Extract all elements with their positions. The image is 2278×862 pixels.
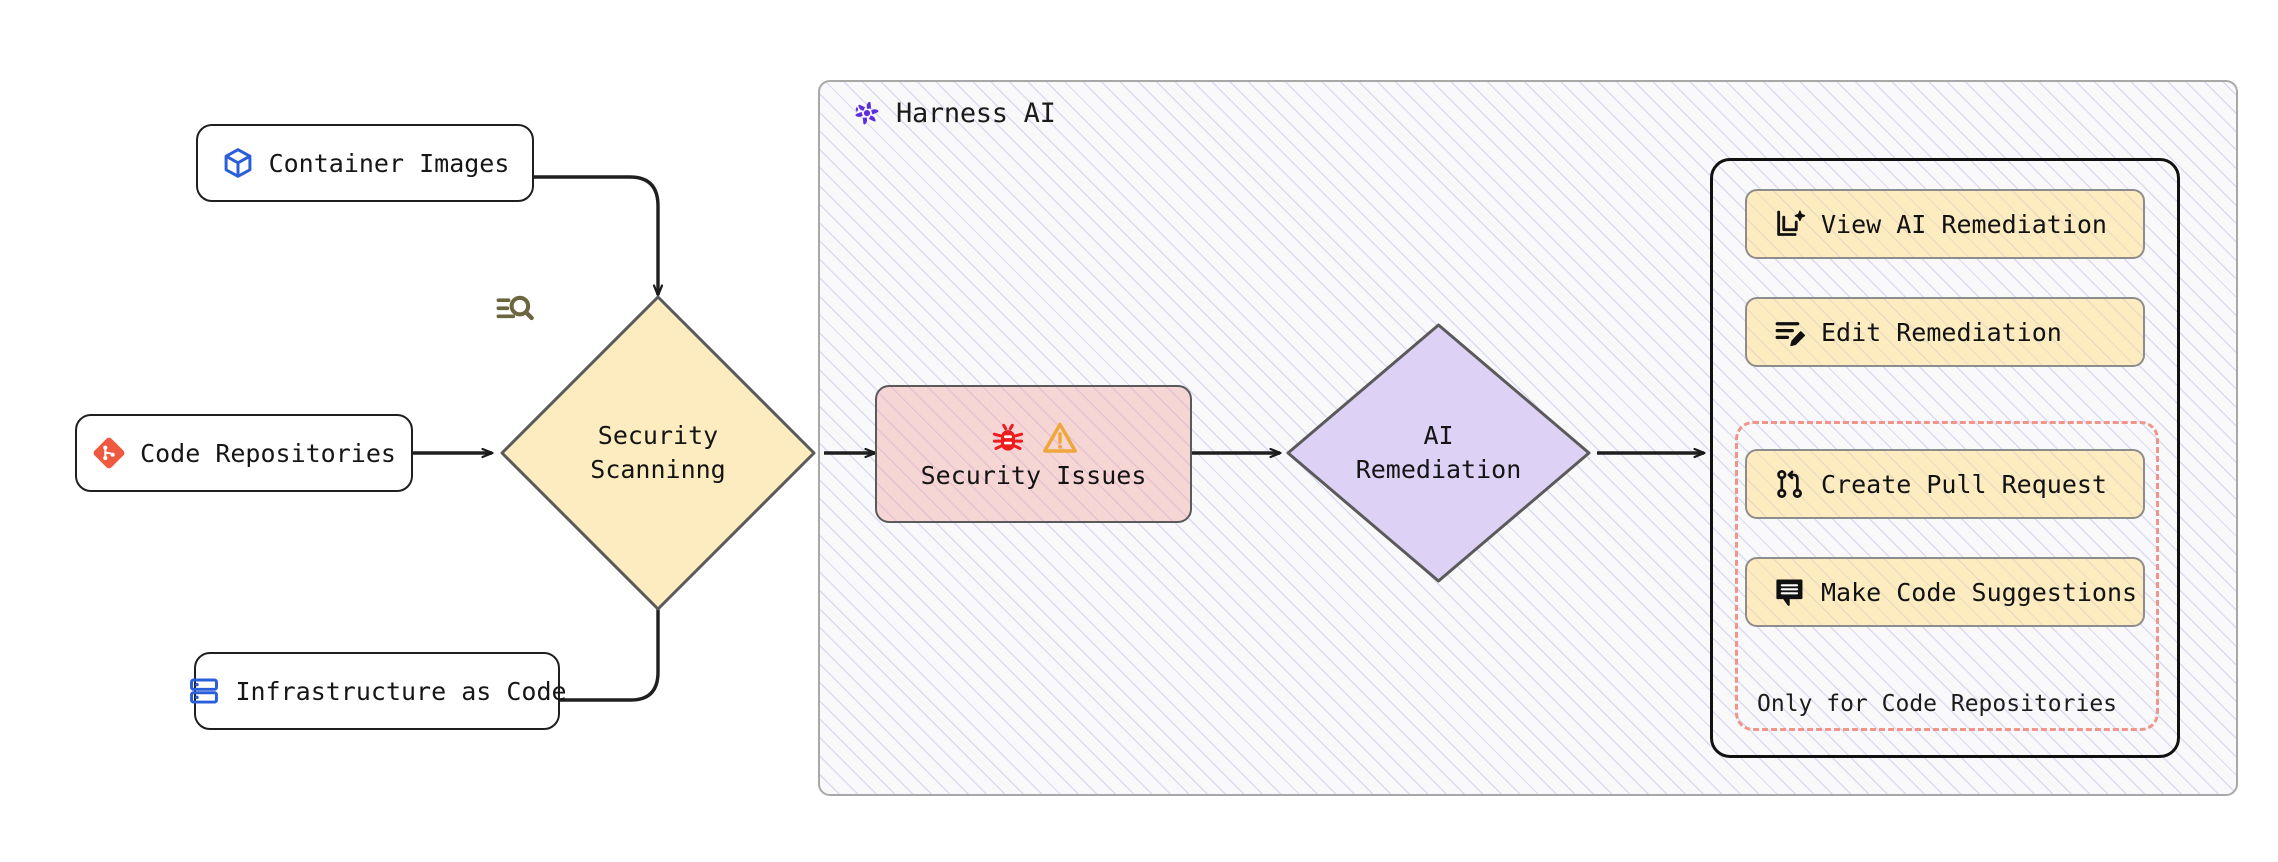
node-security-scanning[interactable]: Security Scanninng <box>492 287 824 619</box>
git-icon <box>93 437 125 469</box>
code-repo-only-subgroup <box>1735 421 2159 731</box>
security-issues-icon-row <box>989 419 1079 457</box>
edge-container-to-scan <box>534 175 658 295</box>
node-container-images-label: Container Images <box>268 148 510 178</box>
node-code-repositories-label: Code Repositories <box>140 438 396 468</box>
warning-triangle-icon <box>1042 422 1077 453</box>
code-repo-only-caption: Only for Code Repositories <box>1757 691 2118 717</box>
button-make-code-suggestions[interactable]: Make Code Suggestions <box>1745 557 2145 627</box>
remediation-actions-group: View AI Remediation Edit Remediation <box>1710 158 2180 758</box>
button-edit-remediation[interactable]: Edit Remediation <box>1745 297 2145 367</box>
document-sparkle-icon <box>1777 210 1806 236</box>
button-create-pull-request-label: Create Pull Request <box>1821 469 2107 499</box>
server-icon <box>190 678 219 704</box>
cube-icon <box>224 148 251 178</box>
button-edit-remediation-label: Edit Remediation <box>1821 317 2062 347</box>
node-ai-remediation[interactable]: AI Remediation <box>1280 317 1597 589</box>
bug-icon <box>992 423 1023 451</box>
node-security-issues-label: Security Issues <box>920 460 1147 490</box>
button-create-pull-request[interactable]: Create Pull Request <box>1745 449 2145 519</box>
node-security-issues[interactable]: Security Issues <box>875 385 1192 523</box>
node-container-images[interactable]: Container Images <box>196 124 534 202</box>
node-infrastructure-as-code-label: Infrastructure as Code <box>235 676 567 706</box>
harness-pinwheel-logo <box>855 101 879 125</box>
node-infrastructure-as-code[interactable]: Infrastructure as Code <box>190 652 567 730</box>
button-view-ai-remediation[interactable]: View AI Remediation <box>1745 189 2145 259</box>
harness-ai-title: Harness AI <box>850 96 1056 130</box>
node-code-repositories[interactable]: Code Repositories <box>75 414 413 492</box>
pull-request-icon <box>1777 470 1802 498</box>
list-pencil-icon <box>1775 322 1806 347</box>
harness-ai-title-text: Harness AI <box>896 97 1056 129</box>
comment-lines-icon <box>1776 579 1803 606</box>
button-make-code-suggestions-label: Make Code Suggestions <box>1821 577 2138 607</box>
button-view-ai-remediation-label: View AI Remediation <box>1821 209 2107 239</box>
